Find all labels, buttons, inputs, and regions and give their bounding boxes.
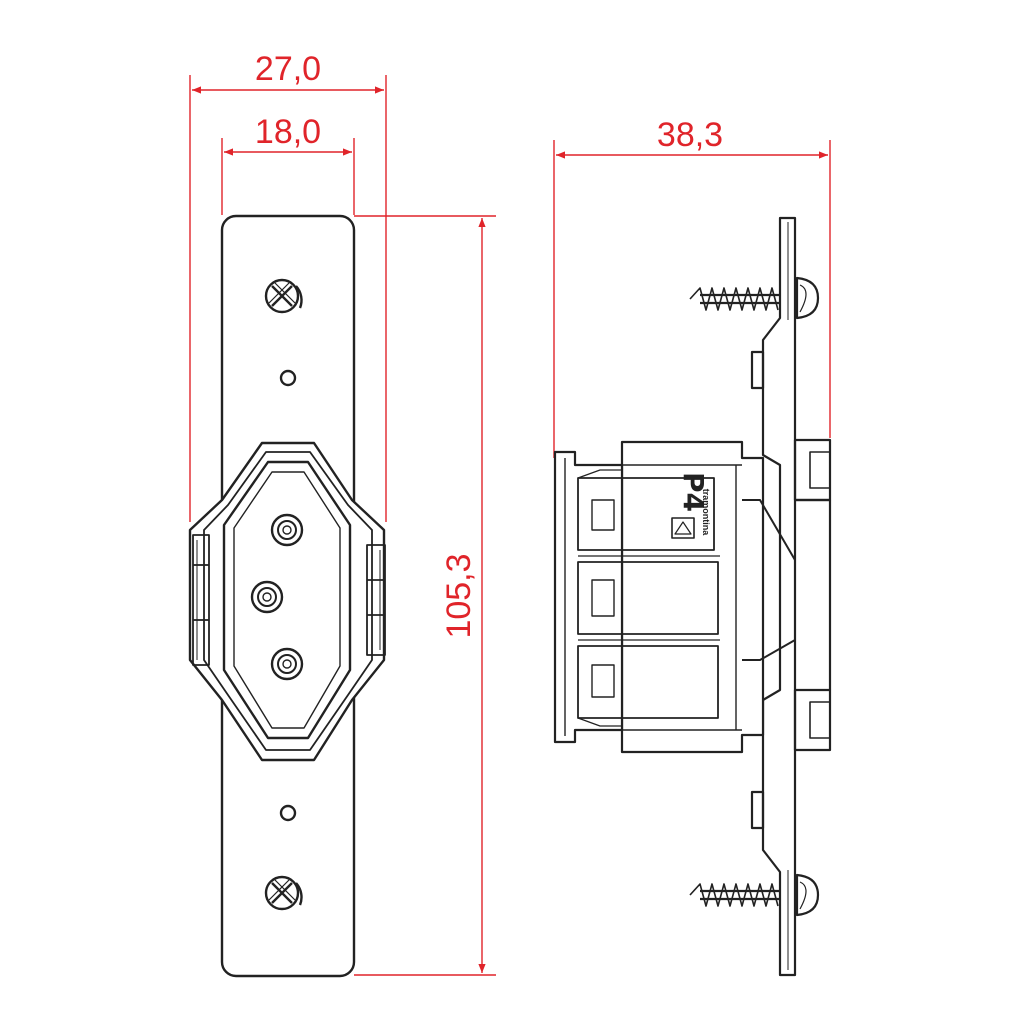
bottom-screw-icon <box>264 875 303 911</box>
side-compartments <box>577 469 720 727</box>
socket-face <box>222 460 352 740</box>
side-bottom-screw-icon <box>689 873 820 917</box>
socket-middle-outline <box>203 451 373 751</box>
side-body <box>620 440 765 754</box>
side-front-clip <box>553 450 624 744</box>
bottom-hole <box>279 804 297 822</box>
side-view <box>553 216 832 977</box>
brand-text: tramontina <box>701 489 711 536</box>
pin-hole-top <box>270 513 304 547</box>
side-bracket-upper <box>793 438 832 502</box>
dim-overall-width-label: 27,0 <box>255 50 321 88</box>
side-plate <box>761 216 797 977</box>
brand-logo-icon <box>671 517 695 539</box>
top-screw-icon <box>264 278 303 314</box>
top-hole <box>279 369 297 387</box>
pin-hole-center <box>250 580 284 614</box>
dim-body-width-label: 18,0 <box>255 113 321 151</box>
front-view <box>188 214 386 978</box>
dim-height-label: 105,3 <box>440 553 478 638</box>
left-clip <box>192 534 210 666</box>
side-bracket-lower <box>793 688 832 752</box>
dimension-lines <box>189 75 831 976</box>
model-mark: P4 <box>677 472 710 512</box>
side-top-screw-icon <box>689 276 820 320</box>
pin-hole-bottom <box>270 647 304 681</box>
dim-depth-label: 38,3 <box>657 116 723 154</box>
right-clip <box>366 544 386 656</box>
